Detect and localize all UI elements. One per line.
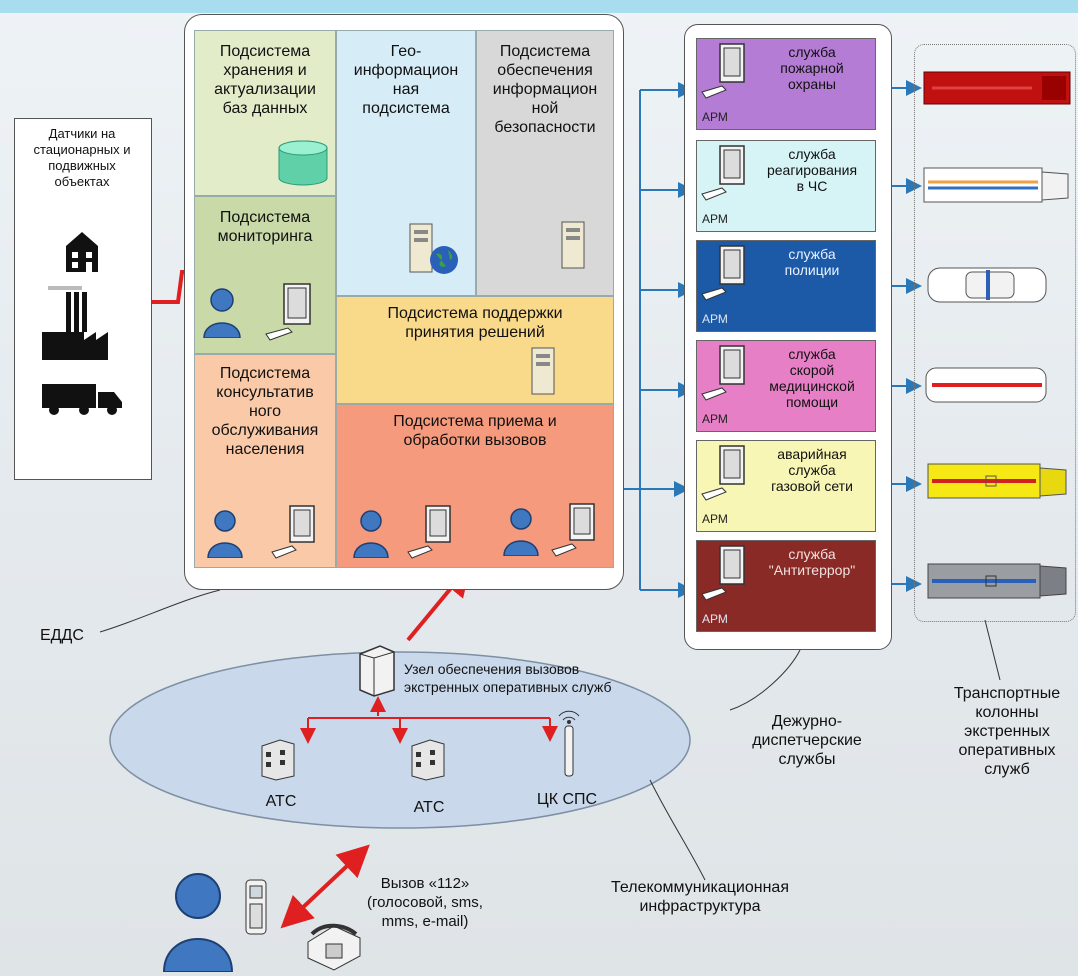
service-name: аварийная служба газовой сети bbox=[771, 446, 853, 494]
server-icon bbox=[409, 223, 433, 273]
consult-subsystem-label: Подсистема консультатив ного обслуживани… bbox=[211, 365, 319, 458]
duty-services-label: Дежурно- диспетчерские службы bbox=[752, 713, 862, 768]
arm-label: АРМ bbox=[702, 512, 728, 526]
computer-icon bbox=[271, 505, 315, 559]
decision-subsystem-label: Подсистема поддержки принятия решений bbox=[387, 305, 563, 341]
node-label: Узел обеспечения вызовов экстренных опер… bbox=[404, 661, 612, 695]
antenna-icon bbox=[558, 710, 580, 777]
truck-icon bbox=[42, 384, 122, 415]
service-name: служба скорой медицинской помощи bbox=[769, 346, 855, 410]
computer-icon bbox=[265, 283, 311, 341]
ambulance-icon bbox=[925, 367, 1047, 403]
server-icon bbox=[561, 221, 585, 269]
phone-icon bbox=[307, 923, 361, 971]
computer-icon bbox=[551, 503, 595, 557]
person-icon bbox=[353, 510, 389, 558]
person-icon bbox=[162, 873, 234, 972]
top-bar bbox=[0, 0, 1078, 13]
call-label: Вызов «112» (голосовой, sms, mms, e-mail… bbox=[367, 875, 483, 930]
service-name: служба "Антитеррор" bbox=[768, 546, 856, 578]
computer-icon bbox=[701, 145, 745, 201]
security-subsystem-label: Подсистема обеспечения информацион ной б… bbox=[492, 43, 598, 136]
globe-icon bbox=[430, 246, 458, 274]
computer-icon bbox=[701, 345, 745, 401]
truck-icon bbox=[927, 463, 1067, 499]
server-icon bbox=[359, 645, 395, 697]
service-name: служба полиции bbox=[784, 246, 840, 278]
ats-building-icon bbox=[411, 739, 445, 781]
arm-label: АРМ bbox=[702, 312, 728, 326]
database-icon bbox=[278, 140, 328, 186]
arm-label: АРМ bbox=[702, 612, 728, 626]
eddс-label: ЕДДС bbox=[40, 627, 84, 644]
person-icon bbox=[203, 288, 241, 338]
house-icon bbox=[66, 232, 98, 272]
fire-truck-icon bbox=[923, 71, 1071, 105]
service-block bbox=[696, 440, 876, 532]
factory-icon bbox=[42, 286, 108, 360]
telecom-label: Телекоммуникационная инфраструктура bbox=[611, 879, 789, 915]
computer-icon bbox=[701, 245, 745, 301]
geo-subsystem-label: Гео- информацион ная подсистема bbox=[353, 43, 459, 117]
arm-label: АРМ bbox=[702, 412, 728, 426]
ats-building-icon bbox=[261, 739, 295, 781]
sensors-label: Датчики на стационарных и подвижных объе… bbox=[33, 126, 131, 189]
computer-icon bbox=[407, 505, 451, 559]
person-icon bbox=[503, 508, 539, 556]
transport-label: Транспортные колонны экстренных оператив… bbox=[953, 685, 1061, 778]
computer-icon bbox=[701, 43, 745, 99]
ambulance-icon bbox=[923, 167, 1069, 203]
ats-label-1: АТС bbox=[265, 793, 297, 810]
ats-label-2: АТС bbox=[413, 799, 445, 816]
computer-icon bbox=[701, 545, 745, 601]
truck-icon bbox=[927, 563, 1067, 599]
service-name: служба пожарной охраны bbox=[780, 44, 844, 92]
police-car-icon bbox=[927, 267, 1047, 303]
calls-subsystem bbox=[336, 404, 614, 568]
arm-label: АРМ bbox=[702, 212, 728, 226]
calls-subsystem-label: Подсистема приема и обработки вызовов bbox=[393, 413, 557, 449]
decision-subsystem bbox=[336, 296, 614, 404]
monitoring-subsystem-label: Подсистема мониторинга bbox=[217, 209, 313, 245]
service-name: служба реагирования в ЧС bbox=[766, 146, 858, 194]
person-icon bbox=[207, 510, 243, 558]
mobile-icon bbox=[245, 879, 267, 935]
storage-subsystem-label: Подсистема хранения и актуализации баз д… bbox=[214, 43, 316, 117]
cksps-label: ЦК СПС bbox=[536, 791, 598, 808]
server-icon bbox=[531, 347, 555, 395]
transport-panel bbox=[914, 44, 1076, 622]
security-subsystem bbox=[476, 30, 614, 296]
computer-icon bbox=[701, 445, 745, 501]
arm-label: АРМ bbox=[702, 110, 728, 124]
